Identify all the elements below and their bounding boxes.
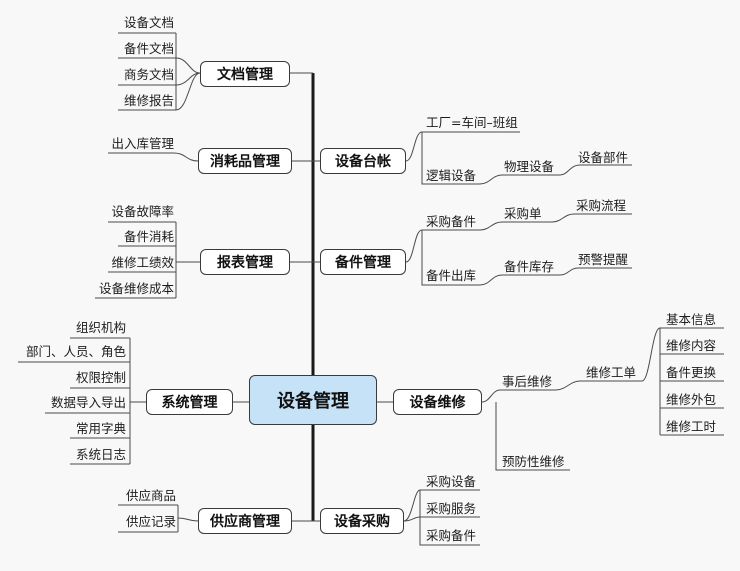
leaf-organization[interactable]: 组织机构 xyxy=(75,319,126,335)
leaf-supply-record[interactable]: 供应记录 xyxy=(125,513,176,529)
leaf-warning-alert[interactable]: 预警提醒 xyxy=(578,251,629,267)
leaf-spare-consumption[interactable]: 备件消耗 xyxy=(123,228,174,244)
leaf-common-dictionary[interactable]: 常用字典 xyxy=(75,420,126,436)
leaf-spare-stock[interactable]: 备件库存 xyxy=(504,258,555,274)
leaf-maintenance-outsourcing[interactable]: 维修外包 xyxy=(666,391,717,407)
leaf-maintenance-cost[interactable]: 设备维修成本 xyxy=(98,280,174,296)
leaf-logical-equipment[interactable]: 逻辑设备 xyxy=(426,167,477,183)
leaf-spare-replacement[interactable]: 备件更换 xyxy=(666,364,717,380)
topic-equipment-purchase[interactable]: 设备采购 xyxy=(320,508,404,534)
leaf-data-import-export[interactable]: 数据导入导出 xyxy=(50,394,126,410)
leaf-spare-outbound[interactable]: 备件出库 xyxy=(426,267,477,283)
leaf-failure-rate[interactable]: 设备故障率 xyxy=(111,203,174,219)
leaf-factory-workshop-team[interactable]: 工厂=车间–班组 xyxy=(426,114,518,130)
leaf-in-out-stock[interactable]: 出入库管理 xyxy=(111,135,174,151)
central-topic[interactable]: 设备管理 xyxy=(249,375,377,425)
leaf-system-log[interactable]: 系统日志 xyxy=(75,446,126,462)
topic-spare-parts-management[interactable]: 备件管理 xyxy=(320,249,406,275)
leaf-corrective-maintenance[interactable]: 事后维修 xyxy=(502,373,553,389)
leaf-purchase-flow[interactable]: 采购流程 xyxy=(576,197,627,213)
leaf-equipment-document[interactable]: 设备文档 xyxy=(123,14,174,30)
leaf-purchase-order[interactable]: 采购单 xyxy=(504,205,542,221)
leaf-work-order[interactable]: 维修工单 xyxy=(586,364,637,380)
topic-document-management[interactable]: 文档管理 xyxy=(200,61,290,87)
leaf-purchase-spare-parts[interactable]: 采购备件 xyxy=(426,527,477,543)
topic-report-management[interactable]: 报表管理 xyxy=(200,249,290,275)
leaf-physical-equipment[interactable]: 物理设备 xyxy=(504,158,555,174)
leaf-purchase-equipment[interactable]: 采购设备 xyxy=(426,473,477,489)
topic-supplier-management[interactable]: 供应商管理 xyxy=(198,508,292,534)
leaf-permission-control[interactable]: 权限控制 xyxy=(75,369,126,385)
leaf-dept-person-role[interactable]: 部门、人员、角色 xyxy=(25,343,126,359)
topic-system-management[interactable]: 系统管理 xyxy=(146,389,233,415)
leaf-maintenance-report[interactable]: 维修报告 xyxy=(123,92,174,108)
leaf-worker-performance[interactable]: 维修工绩效 xyxy=(111,254,174,270)
leaf-supplied-goods[interactable]: 供应商品 xyxy=(125,487,176,503)
topic-equipment-ledger[interactable]: 设备台帐 xyxy=(320,148,406,174)
topic-consumable-management[interactable]: 消耗品管理 xyxy=(198,148,292,174)
leaf-business-document[interactable]: 商务文档 xyxy=(123,66,174,82)
topic-equipment-maintenance[interactable]: 设备维修 xyxy=(393,389,482,415)
leaf-spare-document[interactable]: 备件文档 xyxy=(123,40,174,56)
leaf-purchase-spare[interactable]: 采购备件 xyxy=(426,213,477,229)
leaf-maintenance-content[interactable]: 维修内容 xyxy=(666,337,717,353)
leaf-purchase-service[interactable]: 采购服务 xyxy=(426,500,477,516)
leaf-maintenance-hours[interactable]: 维修工时 xyxy=(666,418,717,434)
leaf-equipment-part[interactable]: 设备部件 xyxy=(578,149,629,165)
leaf-preventive-maintenance[interactable]: 预防性维修 xyxy=(502,453,565,469)
leaf-basic-info[interactable]: 基本信息 xyxy=(666,311,717,327)
